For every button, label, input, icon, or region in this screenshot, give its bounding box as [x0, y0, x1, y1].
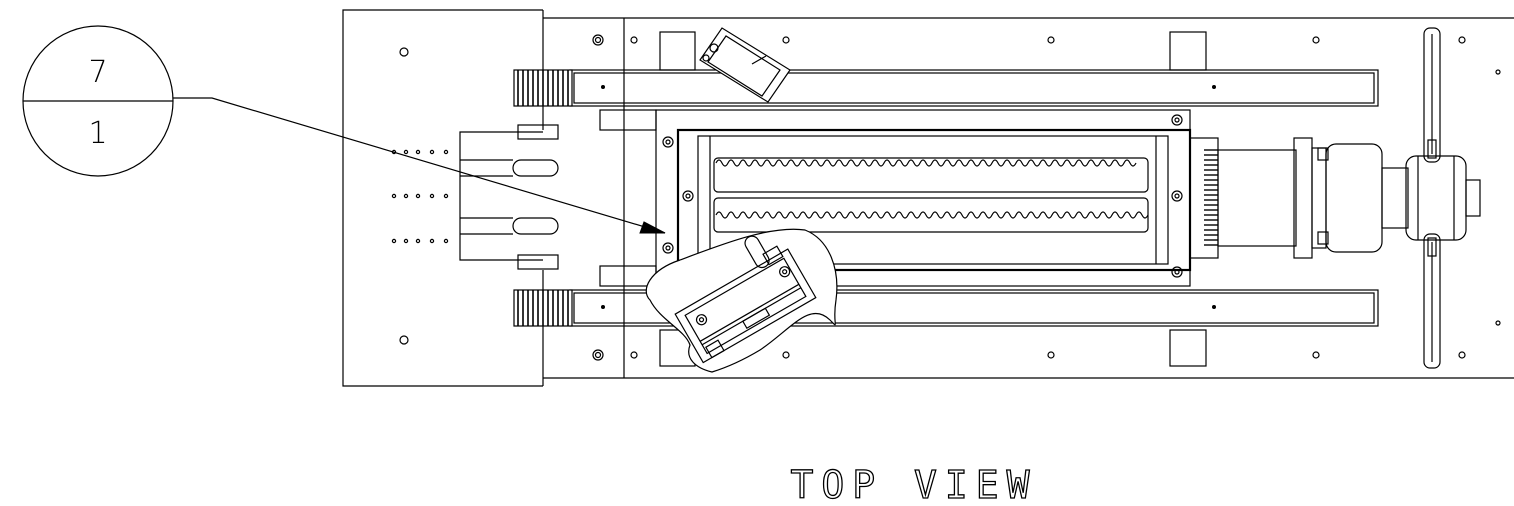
base-frame — [543, 17, 1514, 379]
detail-breakout — [645, 228, 838, 373]
detail-callout: 7 1 — [22, 25, 666, 234]
heating-coil — [713, 157, 1149, 233]
upper-clamp-bracket — [699, 27, 791, 103]
leader-arrowhead — [639, 221, 666, 234]
callout-detail-number: 1 — [88, 116, 107, 151]
leader-line — [173, 97, 666, 234]
motor-assembly — [1189, 27, 1481, 369]
fork-plate — [459, 124, 559, 270]
view-title: TOP VIEW — [790, 463, 1037, 506]
bottom-guide-rail — [513, 289, 1379, 327]
perforation-holes — [391, 149, 449, 244]
top-guide-rail — [513, 69, 1379, 107]
callout-sheet-number: 7 — [88, 55, 107, 90]
left-loading-plate — [342, 9, 544, 387]
